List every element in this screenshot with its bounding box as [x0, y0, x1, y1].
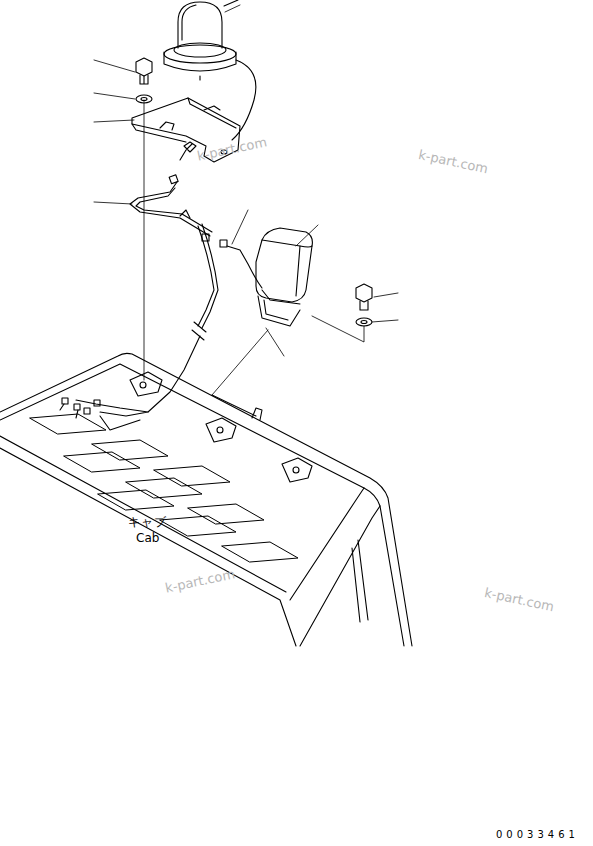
- bolt: [136, 58, 152, 84]
- wire-harness: [130, 182, 218, 412]
- connector: [220, 240, 227, 247]
- watermark: k-part.com: [164, 567, 236, 594]
- part-label: キャブ: [128, 516, 167, 528]
- drawing-number: 00033461: [496, 830, 579, 840]
- leader-line: [94, 5, 398, 395]
- cab-roof: [0, 353, 412, 646]
- watermark: k-part.com: [483, 586, 555, 613]
- washer: [356, 318, 372, 326]
- part-label: Cab: [136, 532, 159, 544]
- connector: [180, 142, 196, 160]
- roof-panel: [30, 414, 298, 562]
- bolt: [356, 284, 372, 310]
- connector: [202, 234, 209, 241]
- watermark: k-part.com: [417, 148, 489, 175]
- work-lamp: [256, 228, 312, 326]
- lamp-cable: [227, 246, 262, 288]
- beacon-lamp: [164, 0, 238, 80]
